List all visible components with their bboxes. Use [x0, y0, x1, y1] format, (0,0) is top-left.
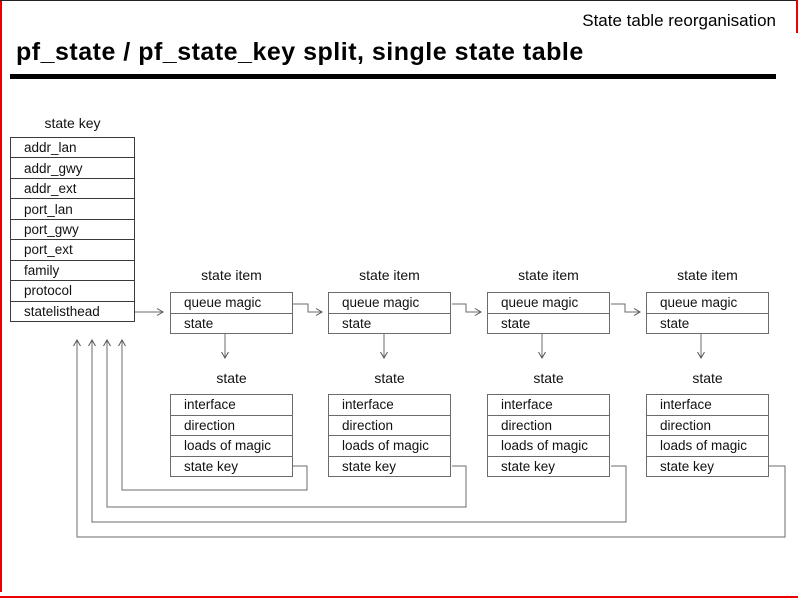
arrow-item3-to-item4 — [611, 303, 641, 316]
state-box: interface direction loads of magic state… — [328, 394, 451, 477]
state-item-box: queue magic state — [328, 292, 451, 334]
state-key-row: port_ext — [11, 239, 134, 259]
state-row: interface — [501, 397, 553, 413]
state-key-row: protocol — [11, 280, 134, 300]
state-item-row: state — [171, 312, 292, 334]
arrow-item1-to-item2 — [293, 303, 323, 316]
state-row: loads of magic — [488, 435, 609, 456]
state-key-row: family — [11, 259, 134, 280]
state-box: interface direction loads of magic state… — [487, 394, 610, 477]
state-item-row: state — [488, 312, 609, 334]
state-row: loads of magic — [329, 435, 450, 456]
state-item-box: queue magic state — [170, 292, 293, 334]
red-frame-bottom — [0, 596, 798, 598]
state-box: interface direction loads of magic state… — [646, 394, 769, 477]
state-key-row: addr_lan — [24, 140, 77, 156]
state-item-box: queue magic state — [487, 292, 610, 334]
state-box: interface direction loads of magic state… — [170, 394, 293, 477]
state-row: state key — [647, 455, 768, 477]
state-key-table-label: state key — [44, 115, 101, 131]
page-title: pf_state / pf_state_key split, single st… — [16, 38, 584, 66]
state-key-row: addr_ext — [11, 177, 134, 198]
state-item-row: state — [647, 312, 768, 334]
state-item-label: state item — [359, 267, 420, 283]
state-row: state key — [171, 455, 292, 477]
state-item-row: state — [329, 312, 450, 334]
state-item-row: queue magic — [501, 295, 579, 311]
state-row: state key — [488, 455, 609, 477]
arrow-item2-to-item3 — [452, 303, 482, 316]
state-key-row: port_gwy — [11, 218, 134, 239]
state-box-label: state — [533, 370, 564, 386]
state-key-row: port_lan — [11, 198, 134, 218]
state-row: state key — [329, 455, 450, 477]
state-box-label: state — [374, 370, 405, 386]
state-row: interface — [342, 397, 394, 413]
state-item-label: state item — [518, 267, 579, 283]
slide-header-label: State table reorganisation — [582, 11, 776, 30]
state-row: loads of magic — [171, 435, 292, 456]
state-key-row: addr_gwy — [11, 157, 134, 177]
state-row: direction — [171, 414, 292, 436]
frame-top-line — [0, 0, 798, 1]
state-row: loads of magic — [647, 435, 768, 456]
state-row: interface — [184, 397, 236, 413]
red-frame-left — [0, 0, 2, 592]
state-row: direction — [647, 414, 768, 436]
state-row: interface — [660, 397, 712, 413]
state-item-row: queue magic — [342, 295, 420, 311]
state-item-row: queue magic — [184, 295, 262, 311]
state-key-table: addr_lan addr_gwy addr_ext port_lan port… — [10, 137, 135, 322]
state-box-label: state — [692, 370, 723, 386]
state-box-label: state — [216, 370, 247, 386]
state-row: direction — [488, 414, 609, 436]
state-item-label: state item — [677, 267, 738, 283]
red-frame-right — [796, 0, 798, 33]
state-row: direction — [329, 414, 450, 436]
state-item-label: state item — [201, 267, 262, 283]
state-key-row: statelisthead — [11, 300, 134, 321]
state-item-box: queue magic state — [646, 292, 769, 334]
state-item-row: queue magic — [660, 295, 738, 311]
title-underline — [10, 74, 776, 79]
